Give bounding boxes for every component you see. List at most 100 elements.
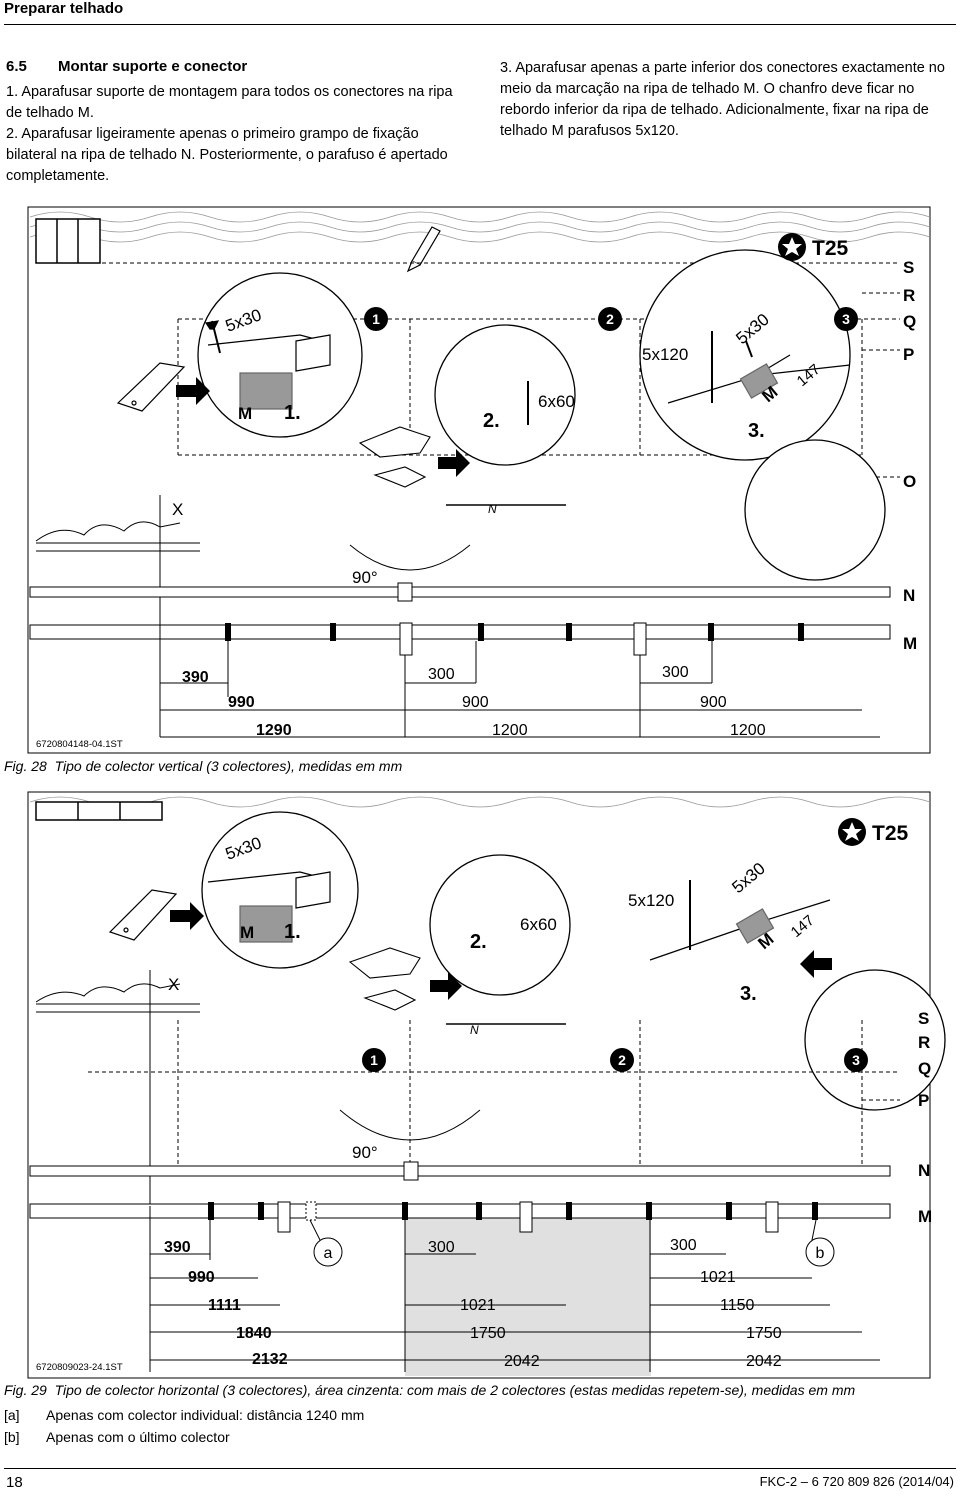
- svg-text:1: 1: [372, 311, 380, 327]
- dim-390: 390: [164, 1239, 191, 1256]
- tool-label: T25: [872, 822, 909, 845]
- dim-1840: 1840: [236, 1325, 272, 1342]
- section-title: Montar suporte e conector: [58, 58, 248, 75]
- arrow-right-icon-1: [176, 377, 210, 405]
- dim-300-b: 300: [662, 664, 689, 681]
- dim-990: 990: [228, 694, 255, 711]
- figure-29-drawing: 5x30 M 1. 2. 6x60 N 5x120 5x30 M 147 3. …: [27, 791, 946, 1379]
- step-label-2: 2.: [470, 931, 487, 953]
- section-number: 6.5: [6, 58, 27, 75]
- dim-300-a: 300: [428, 666, 455, 683]
- caption-label: Fig. 28: [4, 758, 47, 774]
- roof-tiles-top: [29, 796, 931, 808]
- label-5x120: 5x120: [628, 891, 674, 910]
- dashed-guides: [88, 1020, 900, 1167]
- footer-rule: [4, 1468, 956, 1469]
- marker-3: 3: [834, 307, 858, 331]
- marker-1: 1: [362, 1048, 386, 1072]
- label-n-detail2: N: [488, 502, 497, 516]
- tool-label: T25: [812, 237, 849, 260]
- mounting-bracket-icon: [116, 362, 186, 412]
- step-label-1: 1.: [284, 402, 301, 424]
- roof-tiles-top: [29, 211, 931, 243]
- instruction-step-3: 3. Aparafusar apenas a parte inferior do…: [500, 60, 945, 139]
- svg-text:1: 1: [370, 1052, 378, 1068]
- instruction-step-2: 2. Aparafusar ligeiramente apenas o prim…: [6, 126, 448, 184]
- letter-o: O: [903, 472, 916, 491]
- legend-text: Apenas com o último colector: [46, 1429, 230, 1445]
- document-id: FKC-2 – 6 720 809 826 (2014/04): [759, 1474, 954, 1489]
- label-147: 147: [788, 912, 818, 941]
- figure-28: 5x30 M 1. 2. 6x60 N 5x120 5x30 M 147 3. …: [0, 205, 960, 755]
- figure-29-caption: Fig. 29 Tipo de colector horizontal (3 c…: [4, 1382, 855, 1398]
- dim-1200-b: 1200: [730, 722, 766, 739]
- letter-m: M: [903, 634, 917, 653]
- figure-code: 6720804148-04.1ST: [36, 739, 123, 750]
- svg-text:3: 3: [842, 311, 850, 327]
- dim-900-a: 900: [462, 694, 489, 711]
- roof-tile-profile: [35, 521, 200, 552]
- figure-28-drawing: 5x30 M 1. 2. 6x60 N 5x120 5x30 M 147 3. …: [27, 206, 931, 754]
- label-n-detail2: N: [470, 1023, 479, 1037]
- letter-n: N: [918, 1161, 930, 1180]
- marker-1: 1: [364, 307, 388, 331]
- svg-text:a: a: [324, 1245, 333, 1262]
- svg-text:2: 2: [606, 311, 614, 327]
- window-icon: [35, 218, 101, 264]
- roof-tile-profile: [35, 983, 200, 1013]
- clamp-icon: [348, 947, 421, 1011]
- letter-s: S: [903, 258, 914, 277]
- marker-3: 3: [844, 1048, 868, 1072]
- figure-28-caption: Fig. 28 Tipo de colector vertical (3 col…: [4, 758, 402, 774]
- caption-label: Fig. 29: [4, 1382, 47, 1398]
- detail-circles: [197, 249, 886, 581]
- callout-a: a: [313, 1237, 343, 1267]
- arrow-right-icon-2: [438, 449, 470, 477]
- callout-b: b: [805, 1237, 835, 1267]
- roof-batten-n: [29, 586, 891, 598]
- legend-text: Apenas com colector individual: distânci…: [46, 1407, 365, 1423]
- letter-r: R: [918, 1033, 930, 1052]
- window-icon: [35, 801, 163, 821]
- label-x: X: [172, 500, 183, 519]
- svg-text:3: 3: [852, 1052, 860, 1068]
- label-5x120: 5x120: [642, 345, 688, 364]
- label-x: X: [168, 975, 179, 994]
- dim-1750-b: 1750: [746, 1325, 782, 1342]
- label-5x30-detail3: 5x30: [728, 859, 768, 897]
- legend-key: [a]: [4, 1407, 20, 1423]
- letter-q: Q: [903, 312, 916, 331]
- step-label-2: 2.: [483, 410, 500, 432]
- dim-990: 990: [188, 1269, 215, 1286]
- detail-circles: [201, 811, 946, 1111]
- dim-2042-b: 2042: [746, 1353, 782, 1370]
- batten-fixings: [208, 1161, 818, 1233]
- dimension-lines: [159, 625, 880, 738]
- pencil-icon: [406, 226, 441, 273]
- step-label-3: 3.: [740, 983, 757, 1005]
- mounting-bracket-icon: [108, 889, 178, 941]
- dim-1750-a: 1750: [470, 1325, 506, 1342]
- letter-p: P: [918, 1091, 929, 1110]
- arrow-left-icon: [800, 950, 832, 978]
- step-label-3: 3.: [748, 420, 765, 442]
- caption-text: Tipo de colector horizontal (3 colectore…: [54, 1382, 856, 1398]
- label-6x60: 6x60: [520, 915, 557, 934]
- dim-1021-b: 1021: [700, 1269, 736, 1286]
- label-90-degrees: 90°: [352, 568, 378, 587]
- legend-item-a: [a] Apenas com colector individual: distâ…: [4, 1407, 364, 1423]
- torx-t25-icon: [838, 818, 866, 846]
- roof-batten-m: [29, 624, 891, 640]
- svg-text:2: 2: [618, 1052, 626, 1068]
- figure-29: 5x30 M 1. 2. 6x60 N 5x120 5x30 M 147 3. …: [0, 790, 960, 1380]
- step-label-1: 1.: [284, 921, 301, 943]
- clamp-icon: [358, 426, 431, 488]
- svg-text:b: b: [816, 1245, 825, 1262]
- figure-code: 6720809023-24.1ST: [36, 1362, 123, 1373]
- roof-batten-m: [29, 1203, 891, 1219]
- page-header-title: Preparar telhado: [4, 0, 124, 17]
- screw-5x30-icon: [204, 320, 220, 330]
- dimension-lines: [149, 1206, 880, 1372]
- dim-1150: 1150: [720, 1297, 755, 1314]
- torx-t25-icon: [778, 233, 806, 261]
